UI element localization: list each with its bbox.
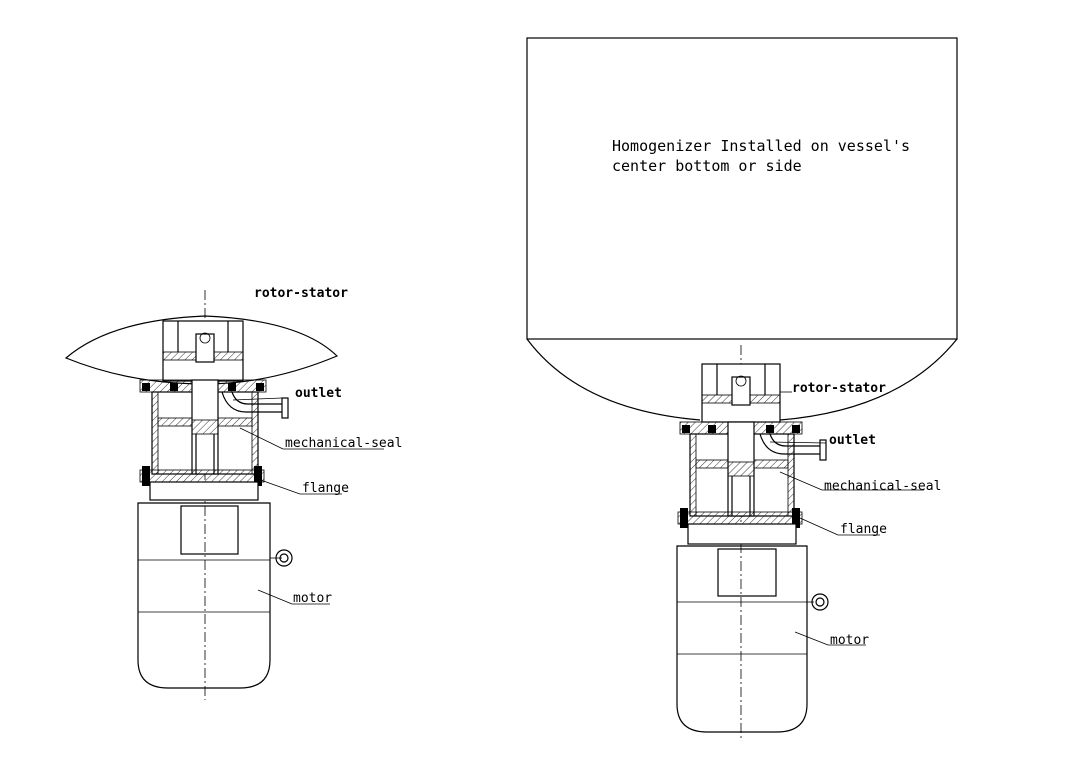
left-outlet-pipe xyxy=(221,391,289,419)
right-seal-leader xyxy=(779,471,823,491)
left-motor-leader xyxy=(257,589,293,605)
left-flange-leader xyxy=(254,477,301,495)
right-flange xyxy=(677,508,803,545)
right-rotor-stator-label: rotor-stator xyxy=(792,381,886,396)
vessel-dished-bottom xyxy=(526,338,958,421)
right-motor xyxy=(676,545,829,733)
right-outlet-label: outlet xyxy=(829,433,876,448)
left-seal-leader xyxy=(239,427,284,450)
left-outlet-label: outlet xyxy=(295,386,342,401)
right-flange-label: flange xyxy=(840,522,887,537)
vessel-note-line2: center bottom or side xyxy=(612,157,802,175)
left-mechanical-seal-label: mechanical-seal xyxy=(285,436,402,451)
right-motor-label: motor xyxy=(830,633,869,648)
left-motor-label: motor xyxy=(293,591,332,606)
right-seal-housing xyxy=(689,421,795,517)
left-flange-label: flange xyxy=(302,481,349,496)
left-rotor-stator-label: rotor-stator xyxy=(254,286,348,301)
left-motor xyxy=(137,502,293,689)
right-outlet-leader xyxy=(769,441,827,444)
right-rotor-stator-head xyxy=(679,363,803,435)
left-outlet-leader xyxy=(232,397,283,401)
right-mechanical-seal-label: mechanical-seal xyxy=(824,479,941,494)
left-flange xyxy=(139,466,265,501)
right-outlet-pipe xyxy=(759,433,827,461)
vessel-body xyxy=(526,37,958,340)
left-rotor-stator-head xyxy=(139,320,267,393)
left-homogenizer-assembly: rotor-stator outlet mechanical-seal flan… xyxy=(64,286,402,700)
left-seal-housing xyxy=(151,379,259,475)
right-homogenizer-assembly: Homogenizer Installed on vessel's center… xyxy=(526,37,958,740)
right-motor-leader xyxy=(794,631,829,646)
right-flange-leader xyxy=(799,517,839,536)
vessel-note-line1: Homogenizer Installed on vessel's xyxy=(612,137,910,155)
